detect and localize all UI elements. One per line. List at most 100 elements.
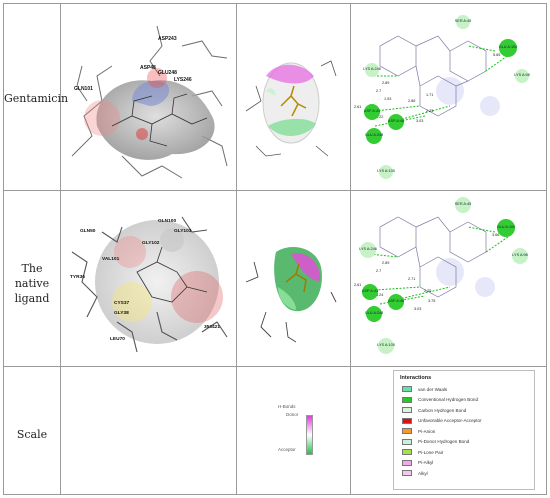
residue-disk: LYS A:105 bbox=[377, 165, 395, 179]
distance-label: 3.22 bbox=[376, 115, 383, 119]
distance-label: 3.03 bbox=[414, 307, 421, 311]
gentamicin-hbond-surface bbox=[236, 6, 348, 186]
residue-label: ASP A:48 bbox=[388, 299, 404, 303]
distance-label: 2.89 bbox=[382, 261, 389, 265]
surface-label: CYS37 bbox=[114, 300, 130, 306]
residue-label: ASP A:48 bbox=[388, 119, 404, 123]
scale-gradient-bar bbox=[306, 415, 313, 455]
residue-disk-fill bbox=[362, 284, 378, 300]
residue-label: ASP A:43 bbox=[362, 289, 378, 293]
legend-swatch bbox=[402, 459, 412, 466]
residue-disk-fill bbox=[497, 219, 515, 237]
surface-label: VAL101 bbox=[102, 256, 120, 262]
surface-label: GLY38 bbox=[114, 310, 129, 316]
legend-swatch bbox=[402, 386, 412, 393]
row-label-native-ligand: The native ligand bbox=[14, 262, 50, 305]
distance-label: 3.66 bbox=[492, 233, 499, 237]
scale-acceptor-label: Acceptor bbox=[278, 447, 296, 452]
distance-label: 2.25 bbox=[426, 109, 433, 113]
column-divider bbox=[60, 4, 61, 494]
residue-disk: ASP A:43 bbox=[362, 284, 378, 300]
residue-disk-fill bbox=[364, 104, 380, 120]
surface-label: LYS246 bbox=[174, 77, 192, 83]
legend-label: Pi-Anion bbox=[418, 428, 436, 434]
surface-label: 353421 bbox=[204, 324, 220, 330]
residue-label: SER A:45 bbox=[455, 19, 471, 23]
residue-disk: GLU A:248 bbox=[365, 306, 384, 322]
surface-label: ASP48 bbox=[140, 65, 156, 71]
legend-label: Carbon Hydrogen Bond bbox=[418, 407, 467, 413]
residue-disk-fill bbox=[379, 165, 393, 179]
native-ligand-3d-pocket: GLN50 GLN100 GLY103 VAL101 TYR36 GLY102 … bbox=[62, 192, 234, 364]
residue-disk-fill bbox=[455, 197, 471, 213]
residue-disk: ASP A:43 bbox=[364, 104, 380, 120]
residue-label: GLU A:100 bbox=[499, 45, 518, 49]
surface-label: GLN101 bbox=[74, 86, 93, 92]
residue-label: LYS A:246 bbox=[363, 67, 381, 71]
distance-label: 2.61 bbox=[354, 105, 361, 109]
legend-label: Unfavorable Acceptor-Acceptor bbox=[418, 418, 482, 424]
residue-disk: LYS A:98 bbox=[512, 248, 528, 264]
scale-donor-label: Donor bbox=[286, 412, 299, 417]
surface-label: LEU70 bbox=[110, 336, 125, 342]
distance-label: 2.89 bbox=[382, 81, 389, 85]
distance-label: 2.61 bbox=[354, 283, 361, 287]
residue-label: LYS A:98 bbox=[512, 253, 528, 257]
surface-label: GLN100 bbox=[158, 218, 176, 224]
gentamicin-2d-diagram: 5.65 2.89 2.7 1.93 2.61 3.22 2.86 1.71 2… bbox=[350, 6, 546, 186]
legend-label: Pi-Donor Hydrogen Bond bbox=[418, 439, 470, 445]
surface-label: TYR36 bbox=[70, 274, 85, 280]
legend-item: van der Waals bbox=[402, 384, 534, 395]
legend-swatch bbox=[402, 438, 412, 445]
row-label-scale: Scale bbox=[16, 428, 48, 441]
distance-label: 1.71 bbox=[426, 93, 433, 97]
residue-disk-fill bbox=[366, 306, 382, 322]
residue-label: GLU A:248 bbox=[365, 311, 384, 315]
residue-disk: SER A:45 bbox=[455, 15, 471, 29]
column-divider bbox=[350, 4, 351, 494]
surface-label: GLY102 bbox=[142, 240, 160, 246]
legend-item: Unfavorable Acceptor-Acceptor bbox=[402, 416, 534, 427]
surface-label: GLN50 bbox=[80, 228, 96, 234]
hbond-scale: H-Bonds Donor Acceptor bbox=[278, 400, 328, 460]
residue-disk: LYS A:98 bbox=[514, 69, 530, 83]
distance-label: 2.7 bbox=[376, 269, 381, 273]
scale-title: H-Bonds bbox=[278, 404, 296, 409]
residue-disk-fill bbox=[365, 63, 379, 77]
legend-label: Pi-Alkyl bbox=[418, 460, 434, 466]
legend-swatch bbox=[402, 417, 412, 424]
surface-label: ASP243 bbox=[158, 36, 177, 42]
distance-label: 3.03 bbox=[416, 119, 423, 123]
distance-label: 2.25 bbox=[424, 289, 431, 293]
residue-disk-fill bbox=[360, 242, 376, 258]
residue-disk-fill bbox=[378, 338, 394, 354]
residue-disk-fill bbox=[515, 69, 529, 83]
residue-disk: GLU A:100 bbox=[499, 39, 518, 57]
legend-swatch bbox=[402, 407, 412, 414]
row-label-gentamicin: Gentamicin bbox=[4, 92, 69, 105]
residue-disk: LYS A:105 bbox=[377, 338, 395, 354]
distance-label: 2.86 bbox=[408, 99, 415, 103]
residue-disk: SER A:45 bbox=[455, 197, 471, 213]
surface-label: GLU248 bbox=[158, 70, 177, 76]
distance-label: 3.24 bbox=[376, 293, 383, 297]
residue-disk: GLU A:248 bbox=[365, 128, 383, 144]
native-ligand-hbond-surface bbox=[236, 192, 348, 364]
residue-label: SER A:45 bbox=[455, 202, 471, 206]
row-divider bbox=[4, 366, 546, 367]
distance-label: 2.7 bbox=[376, 89, 381, 93]
residue-label: LYS A:98 bbox=[514, 73, 530, 77]
residue-disk: ASP A:48 bbox=[388, 114, 404, 130]
residue-disk: LYS A:246 bbox=[359, 242, 377, 258]
residue-disk-fill bbox=[388, 114, 404, 130]
residue-disk: ASP A:48 bbox=[388, 294, 404, 310]
residue-disk-fill bbox=[499, 39, 517, 57]
legend-item: Carbon Hydrogen Bond bbox=[402, 405, 534, 416]
residue-label: LYS A:105 bbox=[377, 169, 395, 173]
legend-label: Conventional Hydrogen Bond bbox=[418, 397, 479, 403]
residue-disk-fill bbox=[512, 248, 528, 264]
interactions-legend: Interactions van der Waals Conventional … bbox=[393, 370, 535, 490]
residue-label: LYS A:246 bbox=[359, 247, 377, 251]
distance-label: 2.71 bbox=[408, 277, 415, 281]
legend-label: Pi-Lone Pair bbox=[418, 449, 444, 455]
